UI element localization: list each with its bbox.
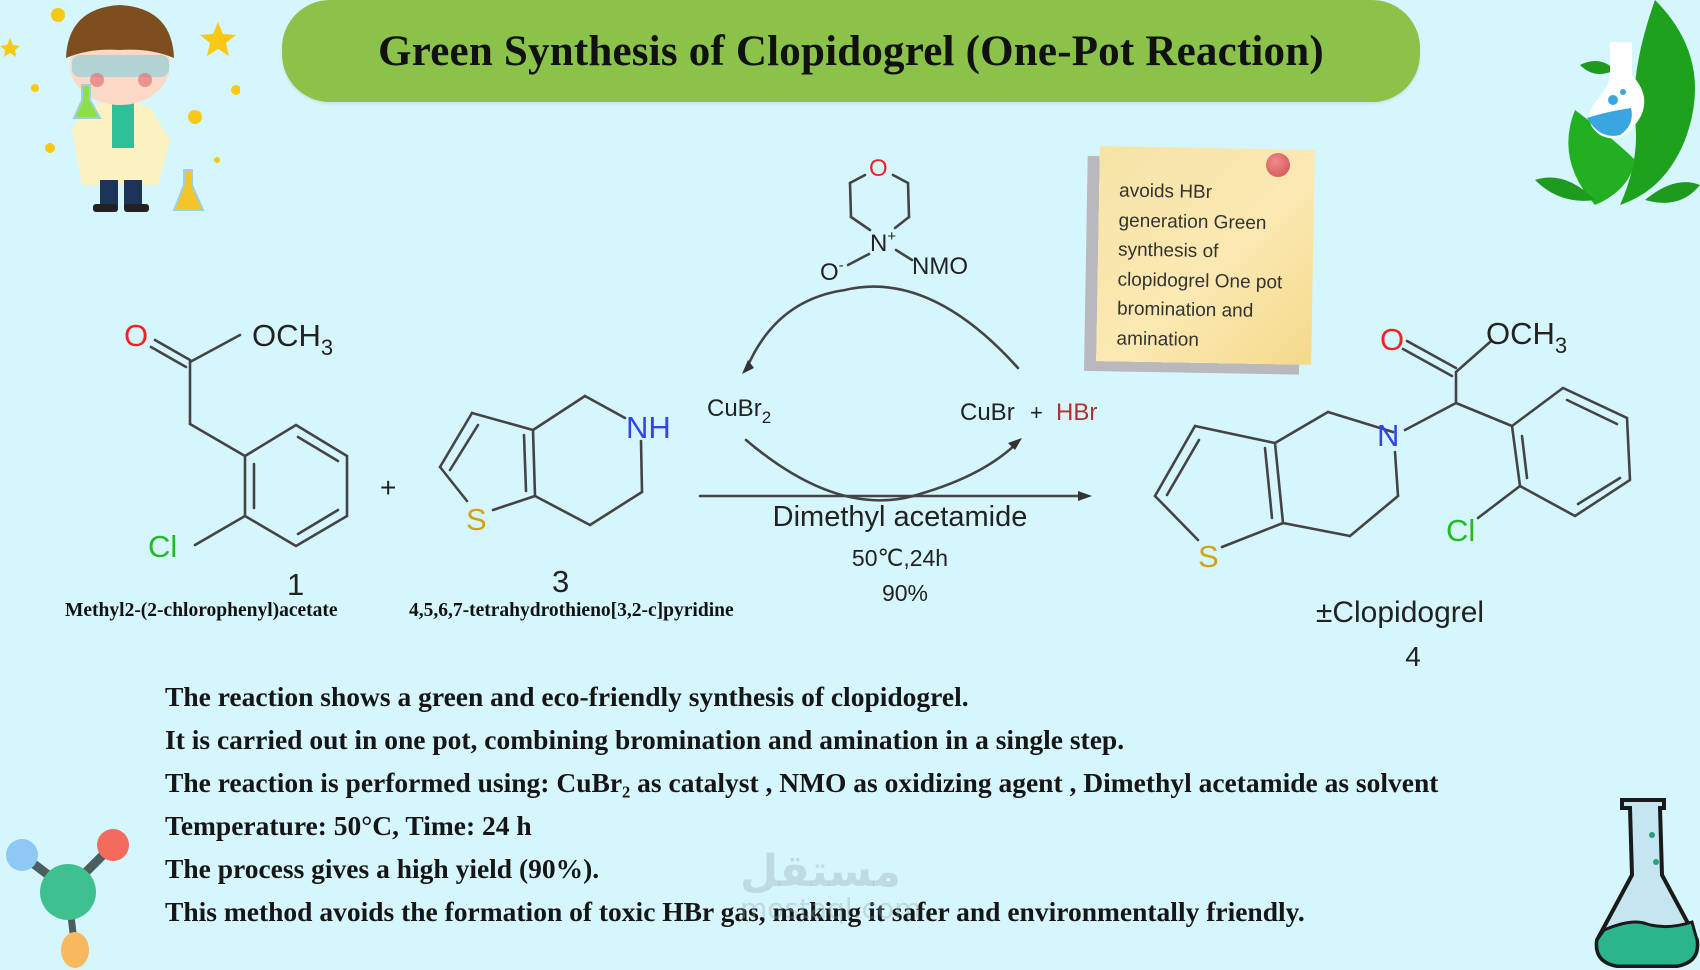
product-nitrogen: N	[1377, 418, 1399, 453]
reactant-3-number: 3	[552, 564, 569, 599]
cycle-plus: +	[1030, 400, 1043, 425]
description-line: This method avoids the formation of toxi…	[165, 896, 1305, 927]
watermark: مستقل mostaql.com	[740, 850, 921, 924]
watermark-arabic: مستقل	[740, 846, 901, 897]
cycle-arrowhead-left-icon	[742, 360, 754, 374]
molecule-model-icon	[6, 829, 129, 968]
cycle-right-species: CuBr	[960, 399, 1015, 426]
pushpin-icon	[1266, 153, 1290, 177]
temp-time-label: 50℃,24h	[852, 545, 948, 571]
reaction-arrowhead-icon	[1078, 491, 1092, 501]
green-chemistry-flask-leaf-icon	[1535, 0, 1700, 205]
nmo-oxide: O-	[820, 257, 844, 286]
reactant-1-name: Methyl2-(2-chlorophenyl)acetate	[65, 600, 338, 621]
cycle-byproduct-hbr: HBr	[1056, 399, 1097, 426]
solvent-label: Dimethyl acetamide	[773, 501, 1028, 533]
product-number: 4	[1405, 641, 1421, 672]
reactant-3-amine: NH	[626, 410, 671, 445]
product-carbonyl-o: O	[1380, 322, 1404, 357]
description-line: Temperature: 50°C, Time: 24 h	[165, 810, 532, 841]
nmo-ring-oxygen: O	[869, 155, 888, 182]
cycle-left-species: CuBr2	[707, 395, 771, 427]
product-sulfur: S	[1198, 539, 1219, 574]
page-title: Green Synthesis of Clopidogrel (One-Pot …	[378, 27, 1324, 75]
description-line: The reaction shows a green and eco-frien…	[165, 681, 969, 712]
product-ester-group: OCH3	[1486, 316, 1567, 358]
reactant-3-name: 4,5,6,7-tetrahydrothieno[3,2-c]pyridine	[409, 600, 734, 621]
reactant-3-bonds	[438, 394, 644, 527]
plus-sign: +	[380, 472, 396, 503]
description-line: The process gives a high yield (90%).	[165, 853, 600, 884]
title-banner: Green Synthesis of Clopidogrel (One-Pot …	[282, 0, 1420, 102]
product-name: ±Clopidogrel	[1316, 596, 1484, 629]
cycle-arc-top	[744, 285, 1020, 372]
reactant-1-ester-group: OCH3	[252, 318, 333, 360]
reactant-3-sulfur: S	[466, 502, 487, 537]
nmo-label: NMO	[912, 253, 968, 280]
nmo-bonds	[846, 173, 914, 267]
description-line: It is carried out in one pot, combining …	[165, 724, 1125, 755]
flask-icon	[1594, 798, 1700, 968]
description-block: The reaction shows a green and eco-frien…	[165, 675, 1438, 933]
description-line: The reaction is performed using: CuBr₂ a…	[165, 767, 1439, 798]
cycle-arrowhead-right-icon	[1008, 438, 1022, 450]
yield-label: 90%	[882, 580, 928, 606]
watermark-latin: mostaql.com	[740, 892, 922, 925]
reactant-1-carbonyl-o: O	[124, 318, 148, 353]
product-chlorine: Cl	[1446, 513, 1475, 548]
cycle-arc-bottom	[744, 438, 1020, 502]
product-bonds	[1153, 339, 1632, 549]
reactant-1-bonds	[149, 333, 349, 548]
reactant-1-number: 1	[287, 567, 304, 602]
reactant-1-chlorine: Cl	[148, 529, 177, 564]
star-decoration-icon	[0, 8, 240, 163]
scientist-kid-illustration	[0, 5, 240, 212]
nmo-nitrogen: N+	[870, 228, 896, 257]
reaction-scheme: O OCH3 Cl 1 + NH S 3 O N+ O- NMO CuBr2 C…	[124, 155, 1632, 672]
